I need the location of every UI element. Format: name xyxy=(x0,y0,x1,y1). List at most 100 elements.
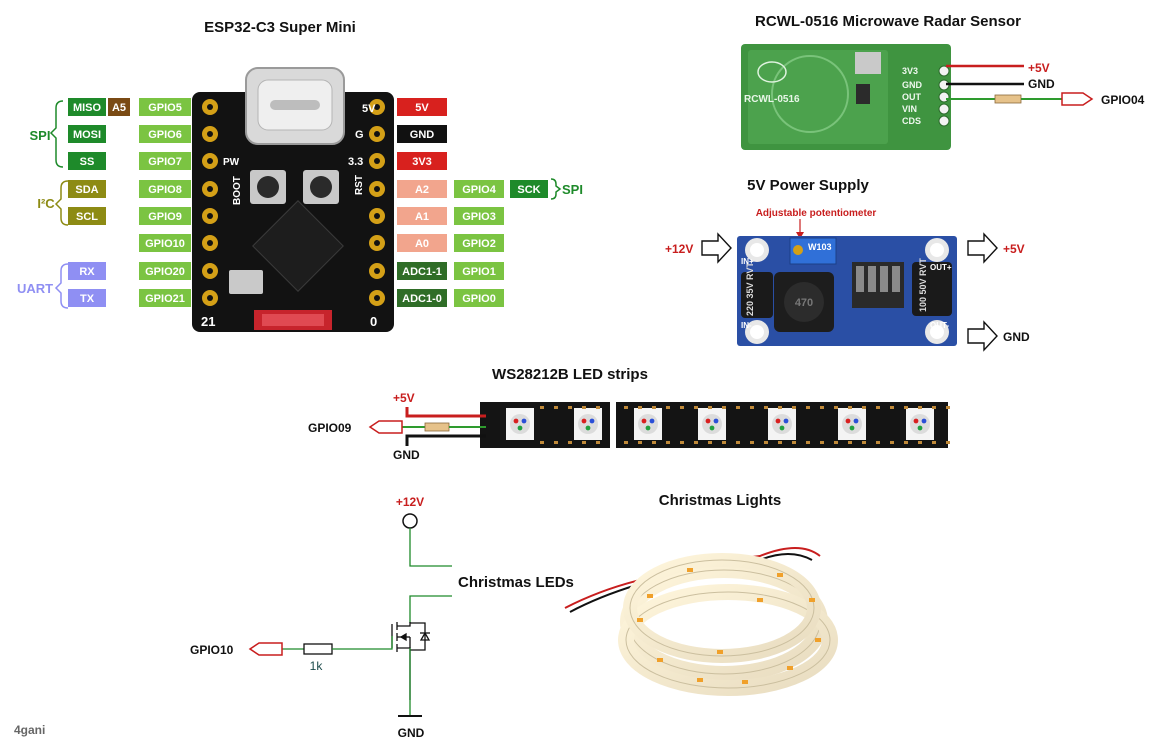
psu-out-arrow xyxy=(967,232,998,264)
psu-section: 5V Power Supply Adjustable potentiometer… xyxy=(665,177,1030,352)
right-pin-box-4 xyxy=(397,207,447,225)
sck-label: SCK xyxy=(517,184,540,196)
radar-5v-label: +5V xyxy=(1028,61,1050,75)
gpio04-arrow xyxy=(1061,92,1094,106)
coil-led-8 xyxy=(687,568,693,572)
psu-in-voltage: +12V xyxy=(665,242,693,256)
coil-led-7 xyxy=(777,573,783,577)
radar-pad-3 xyxy=(938,103,950,115)
psu-title: 5V Power Supply xyxy=(747,177,869,194)
func-label-sda: SDA xyxy=(75,184,98,196)
in-minus-text: IN- xyxy=(741,321,752,330)
coil-led-9 xyxy=(647,594,653,598)
radar-title: RCWL-0516 Microwave Radar Sensor xyxy=(755,13,1021,30)
strip-title: WS28212B LED strips xyxy=(492,366,648,383)
radar-pad-0 xyxy=(938,65,950,77)
radar-pad-2 xyxy=(938,91,950,103)
right-pin-box-5 xyxy=(397,234,447,252)
radar-pad-4 xyxy=(938,115,950,127)
mosfet-symbol xyxy=(391,622,431,700)
radar-section: RCWL-0516 Microwave Radar Sensor RCWL-05… xyxy=(741,13,1145,150)
radar-pin-3: VIN xyxy=(902,104,917,114)
led-strip-section: WS28212B LED strips +5V GPIO09 GND xyxy=(308,366,950,462)
christmas-lights-section: Christmas Lights xyxy=(564,492,838,696)
func-label-scl: SCL xyxy=(76,211,98,223)
cap-right xyxy=(912,262,952,316)
silk-21: 21 xyxy=(201,314,215,329)
right-gpio-box-3 xyxy=(454,180,504,198)
silk-0: 0 xyxy=(370,314,377,329)
right-gpio-label-6: GPIO1 xyxy=(462,266,496,278)
silk-pw: PW xyxy=(223,157,240,168)
right-gpio-box-6 xyxy=(454,262,504,280)
inductor-code: 470 xyxy=(795,297,813,309)
esp-title: ESP32-C3 Super Mini xyxy=(204,19,356,36)
strip-gnd-label: GND xyxy=(393,448,420,462)
right-gpio-label-4: GPIO3 xyxy=(462,211,496,223)
i2c-brace xyxy=(54,180,69,226)
right-pin-label-7: ADC1-0 xyxy=(402,293,442,305)
coil-led-11 xyxy=(757,598,763,602)
out-minus-text: OUT- xyxy=(930,321,949,330)
silk-g: G xyxy=(355,129,364,141)
cap-right-text: 100 50V RVT xyxy=(918,258,928,312)
left-gpio-box-0 xyxy=(139,98,191,116)
christmas-leds-label: Christmas LEDs xyxy=(458,574,574,591)
psu-out-gnd: GND xyxy=(1003,330,1030,344)
esp32-board: 5V G 3.3 PW BOOT RST 21 0 xyxy=(192,67,394,332)
right-pin-label-4: A1 xyxy=(415,211,429,223)
left-gpio-label-6: GPIO20 xyxy=(145,266,185,278)
func-box-mosi xyxy=(68,125,106,143)
left-gpio-box-7 xyxy=(139,289,191,307)
func-label-miso: MISO xyxy=(73,102,102,114)
psu-gnd-arrow xyxy=(967,320,998,352)
right-pin-box-3 xyxy=(397,180,447,198)
author-label: 4gani xyxy=(14,723,45,737)
spi-group-label: SPI xyxy=(30,128,51,143)
silk-5v: 5V xyxy=(362,103,376,115)
mosfet-12v-label: +12V xyxy=(396,495,424,509)
right-gpio-box-5 xyxy=(454,234,504,252)
left-gpio-label-7: GPIO21 xyxy=(145,293,185,305)
silk-rst: RST xyxy=(354,175,365,195)
left-gpio-box-4 xyxy=(139,207,191,225)
right-pin-label-1: GND xyxy=(410,129,435,141)
right-gpio-box-4 xyxy=(454,207,504,225)
silk-boot: BOOT xyxy=(232,176,243,205)
esp32-section: ESP32-C3 Super Mini xyxy=(17,19,583,332)
func-box-tx xyxy=(68,289,106,307)
func-label-mosi: MOSI xyxy=(73,129,101,141)
right-gpio-label-3: GPIO4 xyxy=(462,184,497,196)
coil-led-4 xyxy=(787,666,793,670)
right-pin-box-0 xyxy=(397,98,447,116)
gate-resistor xyxy=(303,643,333,655)
vcc-terminal xyxy=(402,513,418,529)
func-box-scl xyxy=(68,207,106,225)
right-gpio-box-7 xyxy=(454,289,504,307)
xmas-title: Christmas Lights xyxy=(659,492,782,509)
psu-in-arrow xyxy=(701,232,732,264)
cap-left-text: 220 35V RVT xyxy=(745,262,755,316)
crystal xyxy=(229,270,263,294)
radar-resistor xyxy=(994,94,1022,104)
strip-resistor xyxy=(424,422,450,432)
coil-led-10 xyxy=(717,650,723,654)
right-pin-box-1 xyxy=(397,125,447,143)
resistor-value: 1k xyxy=(310,659,324,673)
right-pin-label-6: ADC1-1 xyxy=(402,266,442,278)
coil-led-5 xyxy=(815,638,821,642)
coil-led-2 xyxy=(697,678,703,682)
a5-label: A5 xyxy=(112,102,126,114)
mosfet-gnd-label: GND xyxy=(398,726,425,740)
left-gpio-box-2 xyxy=(139,152,191,170)
func-label-ss: SS xyxy=(80,156,95,168)
gpio09-arrow xyxy=(368,420,403,434)
coil-led-1 xyxy=(657,658,663,662)
a5-box xyxy=(108,98,130,116)
radar-gpio-label: GPIO04 xyxy=(1101,93,1145,107)
spi-right-label: SPI xyxy=(562,182,583,197)
right-gpio-label-7: GPIO0 xyxy=(462,293,496,305)
